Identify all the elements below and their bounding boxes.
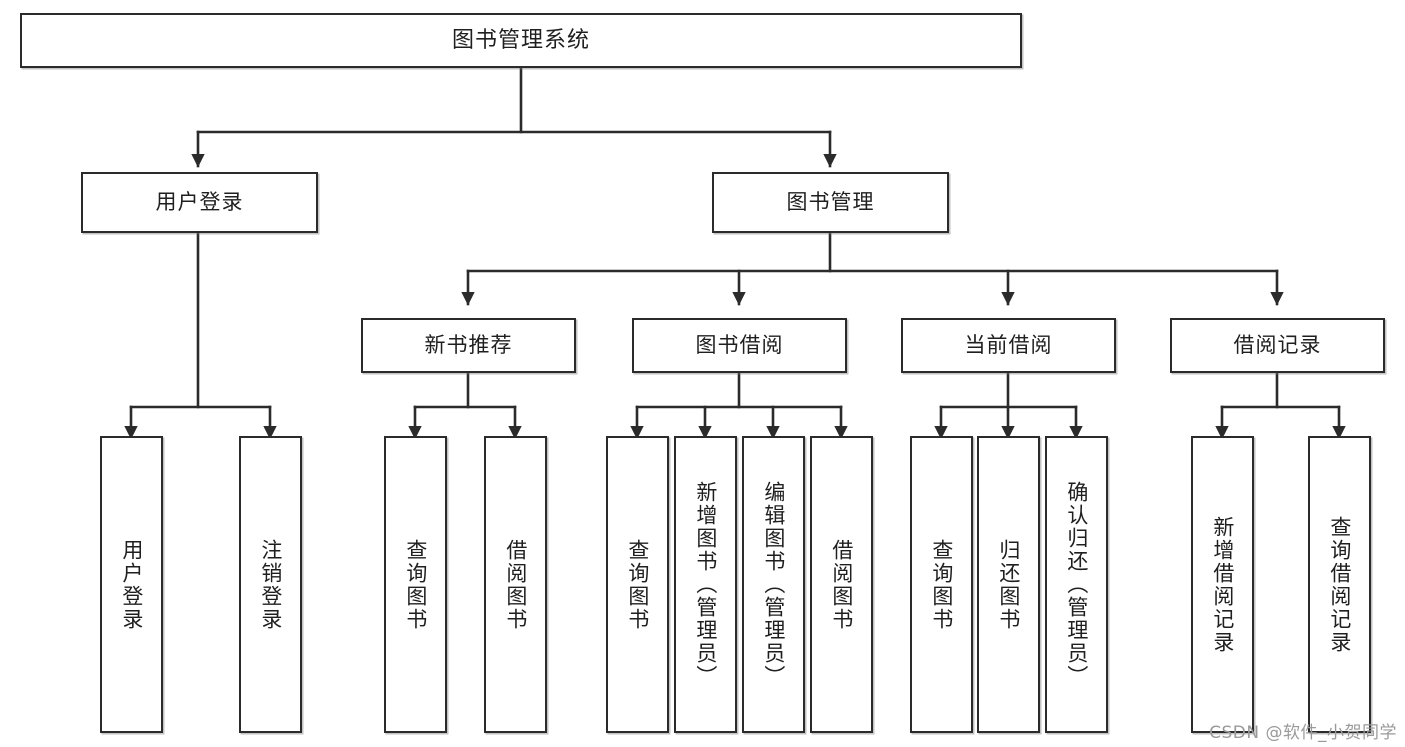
node-label: 确认归还（管理员） xyxy=(1064,481,1089,688)
node-label: 归还图书 xyxy=(996,538,1021,631)
csdn-watermark: CSDN @软件_小贺同学 xyxy=(1209,723,1397,743)
node-label: 编辑图书（管理员） xyxy=(761,481,786,688)
node-book-borrow[interactable]: 图书借阅 xyxy=(632,318,847,373)
node-label: 当前借阅 xyxy=(964,333,1053,358)
leaf-current-query-book[interactable]: 查询图书 xyxy=(910,436,973,733)
node-label: 借阅图书 xyxy=(503,538,528,631)
node-label: 新增图书（管理员） xyxy=(693,481,718,688)
leaf-current-return-book[interactable]: 归还图书 xyxy=(977,436,1040,733)
node-current-borrow[interactable]: 当前借阅 xyxy=(901,318,1116,373)
leaf-user-login-logout[interactable]: 注销登录 xyxy=(239,436,302,733)
leaf-recommend-query-book[interactable]: 查询图书 xyxy=(384,436,447,733)
node-label: 查询图书 xyxy=(403,538,428,631)
node-book-management[interactable]: 图书管理 xyxy=(712,172,949,233)
node-label: 图书借阅 xyxy=(695,333,784,358)
node-label: 图书管理 xyxy=(786,190,875,215)
node-label: 用户登录 xyxy=(119,538,144,631)
leaf-record-add-borrow-record[interactable]: 新增借阅记录 xyxy=(1191,436,1254,733)
node-label: 查询图书 xyxy=(929,538,954,631)
node-label: 注销登录 xyxy=(258,538,283,631)
node-root-book-management-system[interactable]: 图书管理系统 xyxy=(20,13,1022,68)
leaf-current-confirm-return-admin[interactable]: 确认归还（管理员） xyxy=(1045,436,1108,733)
node-label: 图书管理系统 xyxy=(451,27,590,53)
leaf-recommend-borrow-book[interactable]: 借阅图书 xyxy=(484,436,547,733)
leaf-borrow-borrow-book[interactable]: 借阅图书 xyxy=(810,436,873,733)
node-label: 查询借阅记录 xyxy=(1327,515,1352,654)
leaf-borrow-add-book-admin[interactable]: 新增图书（管理员） xyxy=(674,436,737,733)
node-label: 新书推荐 xyxy=(424,333,513,358)
node-borrow-record[interactable]: 借阅记录 xyxy=(1170,318,1385,373)
node-label: 新增借阅记录 xyxy=(1210,515,1235,654)
leaf-user-login-login[interactable]: 用户登录 xyxy=(100,436,163,733)
leaf-record-query-borrow-record[interactable]: 查询借阅记录 xyxy=(1308,436,1371,733)
leaf-borrow-query-book[interactable]: 查询图书 xyxy=(606,436,669,733)
node-new-book-recommend[interactable]: 新书推荐 xyxy=(361,318,576,373)
node-label: 借阅记录 xyxy=(1233,333,1322,358)
node-user-login[interactable]: 用户登录 xyxy=(81,172,318,233)
node-label: 用户登录 xyxy=(155,190,244,215)
leaf-borrow-edit-book-admin[interactable]: 编辑图书（管理员） xyxy=(742,436,805,733)
node-label: 借阅图书 xyxy=(829,538,854,631)
node-label: 查询图书 xyxy=(625,538,650,631)
